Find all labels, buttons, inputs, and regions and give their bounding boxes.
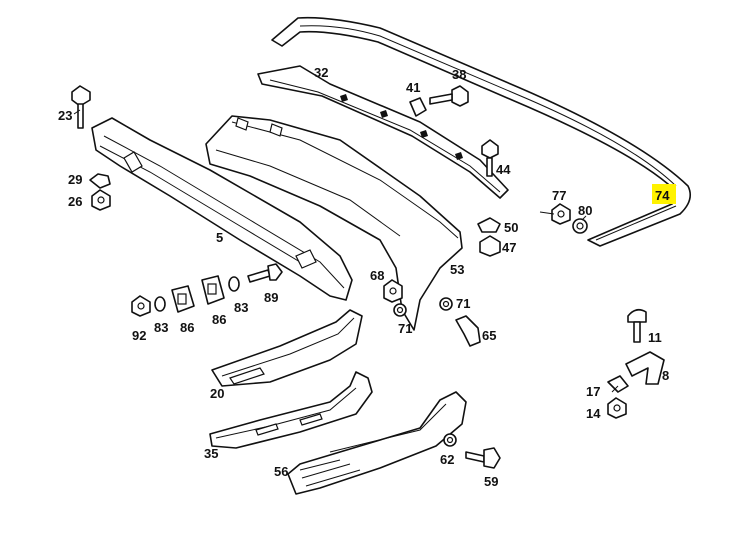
callout-74[interactable]: 74 [655, 188, 670, 203]
callout-11[interactable]: 11 [648, 330, 662, 345]
part-29-clip[interactable] [89, 173, 111, 189]
part-80-washer[interactable] [572, 218, 588, 234]
part-23-bolt[interactable] [71, 85, 91, 129]
callout-80[interactable]: 80 [578, 203, 592, 218]
part-35-lower-strip[interactable] [209, 371, 373, 449]
callout-59[interactable]: 59 [484, 474, 498, 489]
part-56-lower-skirt[interactable] [287, 391, 467, 495]
part-5-side-member[interactable] [91, 117, 353, 301]
part-89-bolt[interactable] [247, 263, 283, 283]
callout-41[interactable]: 41 [406, 80, 420, 95]
part-20-lower-trim[interactable] [211, 309, 363, 387]
callout-65[interactable]: 65 [482, 328, 496, 343]
callout-14[interactable]: 14 [586, 406, 601, 421]
callout-labels: 5 8 11 14 17 20 23 26 29 32 35 38 41 44 … [58, 65, 670, 489]
part-74-trim-strip[interactable] [271, 16, 691, 247]
part-17-clip[interactable] [607, 375, 629, 393]
callout-92[interactable]: 92 [132, 328, 146, 343]
part-71-washer-b[interactable] [439, 297, 453, 311]
part-50-clip[interactable] [477, 217, 501, 233]
part-14-nut[interactable] [607, 397, 627, 419]
part-62-washer[interactable] [443, 433, 457, 447]
part-83-washer-b[interactable] [228, 276, 240, 292]
part-83-washer-a[interactable] [154, 296, 166, 312]
callout-5[interactable]: 5 [216, 230, 223, 245]
callout-50[interactable]: 50 [504, 220, 518, 235]
callout-23[interactable]: 23 [58, 108, 72, 123]
part-92-nut[interactable] [131, 295, 151, 317]
part-47-nut[interactable] [479, 235, 501, 257]
callout-8[interactable]: 8 [662, 368, 669, 383]
leader-lines [73, 109, 619, 393]
callout-20[interactable]: 20 [210, 386, 224, 401]
part-65-bolt[interactable] [455, 315, 481, 347]
callout-77[interactable]: 77 [552, 188, 566, 203]
part-77-nut[interactable] [551, 203, 571, 225]
callout-56[interactable]: 56 [274, 464, 288, 479]
callout-26[interactable]: 26 [68, 194, 82, 209]
part-38-screw[interactable] [429, 85, 469, 107]
callout-86-a[interactable]: 86 [180, 320, 194, 335]
callout-83-b[interactable]: 83 [234, 300, 248, 315]
callout-53[interactable]: 53 [450, 262, 464, 277]
callout-32[interactable]: 32 [314, 65, 328, 80]
part-86-pad-b[interactable] [201, 275, 225, 305]
part-8-bracket[interactable] [625, 351, 665, 385]
callout-47[interactable]: 47 [502, 240, 516, 255]
callout-62[interactable]: 62 [440, 452, 454, 467]
part-26-nut[interactable] [91, 189, 111, 211]
part-44-bolt[interactable] [481, 139, 499, 177]
part-11-bolt[interactable] [627, 308, 647, 343]
part-71-washer-a[interactable] [393, 303, 407, 317]
callout-89[interactable]: 89 [264, 290, 278, 305]
part-59-screw[interactable] [465, 447, 501, 469]
callout-35[interactable]: 35 [204, 446, 218, 461]
part-32-seal-strip[interactable] [257, 65, 509, 199]
part-41-clip[interactable] [409, 97, 427, 117]
callout-29[interactable]: 29 [68, 172, 82, 187]
callout-86-b[interactable]: 86 [212, 312, 226, 327]
part-center-bumper-body[interactable] [205, 115, 463, 331]
callout-38[interactable]: 38 [452, 67, 466, 82]
callout-83-a[interactable]: 83 [154, 320, 168, 335]
callout-17[interactable]: 17 [586, 384, 600, 399]
callout-44[interactable]: 44 [496, 162, 511, 177]
callout-71-a[interactable]: 71 [398, 321, 412, 336]
callout-68[interactable]: 68 [370, 268, 384, 283]
highlight-box-74 [652, 184, 676, 204]
callout-71-b[interactable]: 71 [456, 296, 470, 311]
part-68-nut[interactable] [383, 279, 403, 303]
part-86-pad-a[interactable] [171, 285, 195, 313]
